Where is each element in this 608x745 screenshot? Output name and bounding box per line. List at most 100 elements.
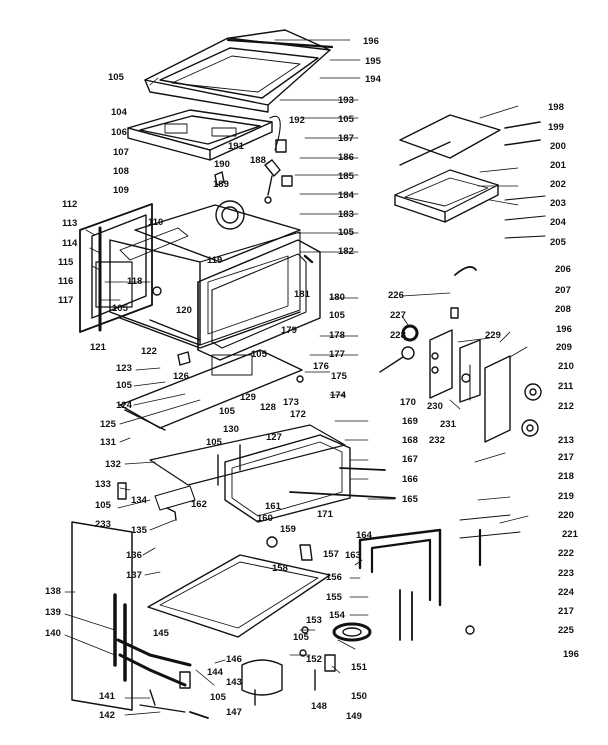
part-label: 147	[226, 707, 242, 718]
part-label: 117	[58, 295, 74, 306]
part-label: 105	[293, 632, 309, 643]
part-label: 228	[390, 330, 406, 341]
part-label: 161	[265, 501, 281, 512]
knob-panel	[379, 266, 542, 443]
part-label: 125	[100, 419, 116, 430]
gas-tubing	[358, 514, 521, 641]
part-label: 189	[213, 179, 229, 190]
part-label: 145	[153, 628, 169, 639]
gas-valve-parts	[241, 622, 372, 706]
part-label: 233	[95, 519, 111, 530]
part-label: 206	[555, 264, 571, 275]
part-label: 221	[562, 529, 578, 540]
part-label: 219	[558, 491, 574, 502]
part-label: 152	[306, 654, 322, 665]
part-label: 203	[550, 198, 566, 209]
part-label: 179	[281, 325, 297, 336]
part-label: 141	[99, 691, 115, 702]
part-label: 198	[548, 102, 564, 113]
part-label: 182	[338, 246, 354, 257]
part-label: 232	[429, 435, 445, 446]
part-label: 193	[338, 95, 354, 106]
part-label: 191	[228, 141, 244, 152]
part-label: 166	[402, 474, 418, 485]
part-label: 204	[550, 217, 566, 228]
part-label: 118	[127, 276, 143, 287]
part-label: 116	[58, 276, 74, 287]
oven-bottom	[147, 536, 331, 638]
part-label: 213	[558, 435, 574, 446]
control-panel	[119, 349, 304, 431]
part-label: 132	[105, 459, 121, 470]
part-label: 196	[556, 324, 572, 335]
part-label: 224	[558, 587, 574, 598]
part-label: 168	[402, 435, 418, 446]
part-label: 217	[558, 606, 574, 617]
part-label: 135	[131, 525, 147, 536]
part-label: 184	[338, 190, 354, 201]
part-label: 201	[550, 160, 566, 171]
part-label: 167	[402, 454, 418, 465]
part-label: 160	[257, 513, 273, 524]
part-label: 192	[289, 115, 305, 126]
part-label: 190	[214, 159, 230, 170]
part-label: 105	[219, 406, 235, 417]
part-label: 105	[338, 114, 354, 125]
part-label: 131	[100, 437, 116, 448]
part-label: 159	[280, 524, 296, 535]
part-label: 210	[558, 361, 574, 372]
part-label: 119	[207, 255, 223, 266]
part-label: 142	[99, 710, 115, 721]
part-label: 205	[550, 237, 566, 248]
side-panel	[71, 521, 209, 719]
part-label: 155	[326, 592, 342, 603]
side-insulation	[79, 203, 162, 333]
part-label: 114	[62, 238, 78, 249]
part-label: 106	[111, 127, 127, 138]
part-label: 196	[363, 36, 379, 47]
part-label: 230	[427, 401, 443, 412]
part-label: 177	[329, 349, 345, 360]
part-label: 105	[210, 692, 226, 703]
part-label: 146	[226, 654, 242, 665]
part-label: 194	[365, 74, 381, 85]
part-label: 112	[62, 199, 78, 210]
part-label: 157	[323, 549, 339, 560]
part-label: 208	[555, 304, 571, 315]
part-label: 105	[251, 349, 267, 360]
part-label: 222	[558, 548, 574, 559]
part-label: 231	[440, 419, 456, 430]
part-label: 227	[390, 310, 406, 321]
part-label: 130	[223, 424, 239, 435]
part-label: 156	[326, 572, 342, 583]
part-label: 133	[95, 479, 111, 490]
part-label: 113	[62, 218, 78, 229]
part-label: 175	[331, 371, 347, 382]
manifold-assembly	[117, 424, 396, 523]
part-label: 172	[290, 409, 306, 420]
part-label: 138	[45, 586, 61, 597]
part-label: 164	[356, 530, 372, 541]
part-label: 124	[116, 400, 132, 411]
part-label: 202	[550, 179, 566, 190]
part-label: 139	[45, 607, 61, 618]
part-label: 196	[563, 649, 579, 660]
part-label: 148	[311, 701, 327, 712]
part-label: 217	[558, 452, 574, 463]
part-label: 173	[283, 397, 299, 408]
part-label: 188	[250, 155, 266, 166]
valve-parts	[214, 139, 293, 204]
part-label: 225	[558, 625, 574, 636]
part-label: 183	[338, 209, 354, 220]
part-label: 174	[330, 390, 346, 401]
part-label: 170	[400, 397, 416, 408]
part-label: 158	[272, 563, 288, 574]
oven-front-frame	[197, 239, 321, 361]
part-label: 128	[260, 402, 276, 413]
part-label: 150	[351, 691, 367, 702]
part-label: 186	[338, 152, 354, 163]
part-label: 136	[126, 550, 142, 561]
part-label: 185	[338, 171, 354, 182]
part-label: 171	[317, 509, 333, 520]
part-label: 162	[191, 499, 207, 510]
